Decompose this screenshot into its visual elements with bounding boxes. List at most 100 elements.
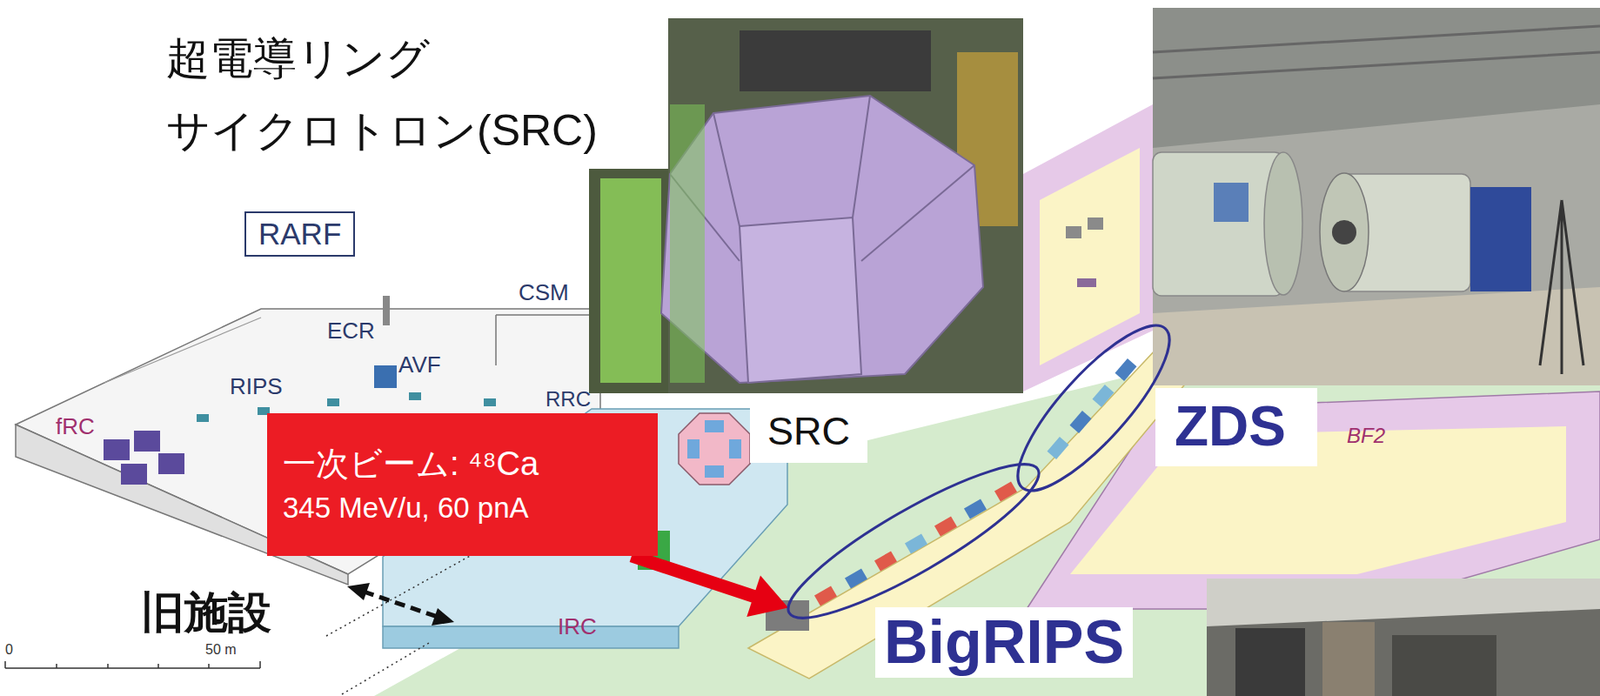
zds-photo [1152, 287, 1600, 386]
zds-photo [1470, 187, 1532, 292]
experimental-hall [1077, 278, 1097, 288]
src-photo [739, 30, 931, 92]
bigrips-magnets [814, 585, 837, 606]
zds-photo [1152, 7, 1600, 386]
ellipse-outline [788, 463, 1039, 619]
experimental-hall [1039, 147, 1140, 366]
bigrips-magnets [844, 568, 868, 589]
experimental-hall [1023, 104, 1153, 392]
beam-box: 一次ビーム: ⁴⁸Ca345 MeV/u, 60 pnA [267, 413, 658, 556]
old-beamline [374, 365, 397, 389]
zds-photo [1332, 220, 1357, 245]
src-cyclotron [704, 465, 724, 478]
zds-photo [1152, 26, 1600, 79]
bigrips-magnets [814, 585, 837, 606]
facility-box: RARF [244, 211, 355, 257]
old-facility [104, 317, 262, 383]
ellipse-outline [1017, 325, 1170, 491]
equipment-name: RIPS [229, 374, 283, 401]
detector-photo [1392, 635, 1497, 696]
src-photo [589, 168, 669, 394]
boundary-dotted-line [326, 550, 480, 695]
bigrips-magnets [994, 481, 1018, 502]
experimental-hall [1087, 217, 1104, 230]
bigrips-magnets [874, 550, 898, 571]
src-photo [669, 95, 975, 262]
old-beamline [196, 414, 209, 422]
dashed-double-arrow [363, 591, 438, 617]
src-cyclotron [729, 439, 742, 459]
src-photo [669, 104, 705, 383]
new-building [382, 626, 679, 649]
beam-arrow [631, 555, 789, 617]
src-cyclotron [687, 439, 700, 459]
zds-magnets [1115, 358, 1138, 382]
frc-magnets [103, 430, 185, 485]
experimental-hall [1070, 426, 1567, 575]
zds-magnets [1115, 358, 1138, 382]
beamline-ellipse: BigRIPS [788, 463, 1039, 619]
frc-magnets [103, 439, 130, 461]
detector-photo [1206, 578, 1600, 696]
zds-magnets [1092, 384, 1115, 408]
dashed-double-arrow [431, 608, 455, 626]
label-box: SRC [749, 400, 868, 463]
bigrips-magnets [904, 533, 928, 554]
experimental-hall [748, 348, 1201, 679]
equipment-name: RRC [545, 387, 591, 412]
node-text: RARF [258, 216, 342, 252]
bigrips-magnets [934, 515, 958, 536]
equipment-name: fRC [55, 414, 95, 441]
scale-bar [5, 661, 261, 669]
experimental-hall [1065, 226, 1082, 239]
zds-magnets [1047, 436, 1070, 460]
detector-photo [1322, 622, 1375, 696]
detector-photo [1235, 628, 1306, 696]
detector-photo [1206, 578, 1600, 696]
area-name: 旧施設 [140, 588, 272, 639]
src-photo [589, 18, 1024, 394]
zds-magnets [1047, 436, 1070, 460]
equipment-name: IRC [557, 614, 597, 641]
dashed-double-arrow [347, 582, 455, 626]
bigrips-magnets [964, 498, 987, 519]
zds-magnets [1070, 410, 1092, 434]
zds-photo [1539, 200, 1584, 375]
photo-title: 超電導リング サイクロトロン(SRC) [166, 22, 689, 167]
equipment-name: ECR [327, 318, 375, 345]
bigrips-magnets [994, 481, 1018, 502]
src-photo [739, 217, 862, 383]
src-cyclotron [704, 420, 724, 433]
zds-photo [1152, 7, 1600, 386]
area-name: BF2 [1346, 423, 1386, 449]
bigrips-magnets [964, 498, 987, 519]
node-text: 345 MeV/u, 60 pnA [282, 488, 643, 529]
zds-magnets [1047, 358, 1138, 460]
zds-magnets [1070, 410, 1092, 434]
node-text: ZDS [1155, 388, 1318, 467]
src-photo [661, 95, 984, 383]
old-beamline [408, 392, 422, 401]
zds-magnets [1092, 384, 1115, 408]
equipment-name: AVF [398, 352, 442, 379]
node-text: SRC [767, 408, 851, 455]
src-cyclotron [678, 413, 750, 485]
scale-bar [5, 661, 261, 669]
dashed-double-arrow [347, 582, 370, 601]
src-photo [600, 178, 662, 383]
zds-photo [1264, 152, 1303, 295]
frc-magnets [120, 463, 148, 485]
arrow-head [746, 575, 789, 617]
zds-photo [1152, 7, 1600, 148]
bigrips-magnets [904, 533, 928, 554]
bigrips-magnets [934, 515, 958, 536]
old-beamline [483, 398, 496, 407]
node-text: BigRIPS [875, 607, 1133, 678]
frc-magnets [158, 453, 185, 475]
detector-photo [1206, 578, 1600, 627]
scale-number: 0 [5, 642, 14, 658]
bigrips-magnets [874, 550, 898, 571]
boundary-dotted-line [326, 550, 480, 695]
zds-photo [1213, 182, 1249, 222]
zds-photo [1319, 173, 1369, 292]
